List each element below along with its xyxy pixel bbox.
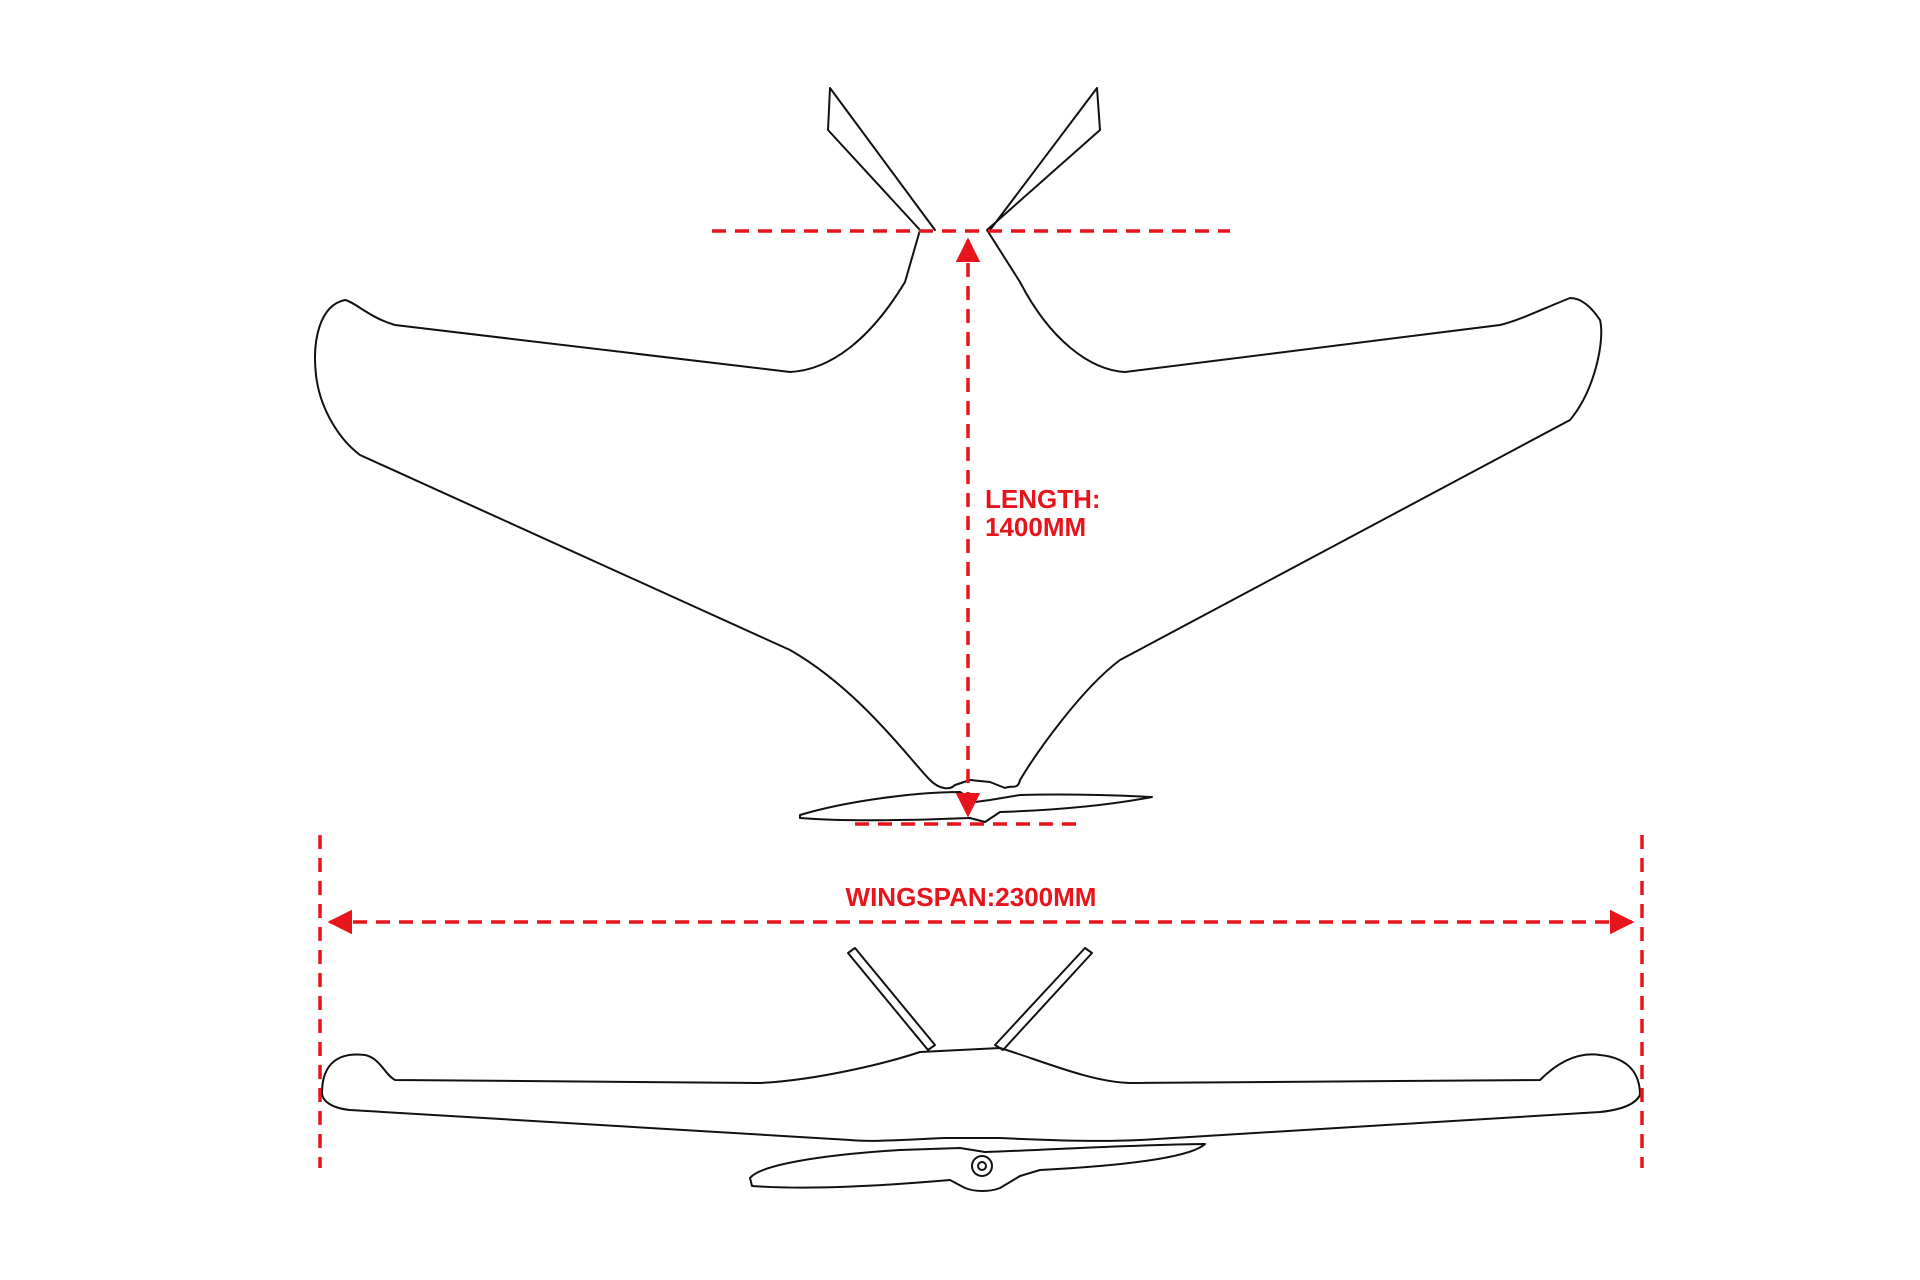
front-view-drawing bbox=[321, 947, 1641, 1192]
length-dimension: LENGTH: 1400MM bbox=[712, 229, 1230, 826]
top-propeller bbox=[799, 791, 1153, 823]
right-tail-fin bbox=[986, 87, 1101, 283]
propeller-spinner bbox=[971, 1155, 993, 1177]
length-label-line2: 1400MM bbox=[985, 512, 1086, 542]
front-right-fin bbox=[994, 947, 1093, 1051]
wingspan-label: WINGSPAN:2300MM bbox=[846, 882, 1097, 912]
front-propeller bbox=[749, 1143, 1206, 1192]
left-tail-fin bbox=[827, 87, 936, 283]
top-view-drawing bbox=[314, 87, 1603, 823]
top-wing-outline bbox=[314, 281, 1603, 790]
front-wing-outline bbox=[321, 1047, 1641, 1142]
wingspan-dimension: WINGSPAN:2300MM bbox=[318, 835, 1644, 1168]
front-left-fin bbox=[847, 947, 936, 1051]
length-label-line1: LENGTH: bbox=[985, 484, 1101, 514]
propeller-spinner-core bbox=[977, 1161, 987, 1171]
